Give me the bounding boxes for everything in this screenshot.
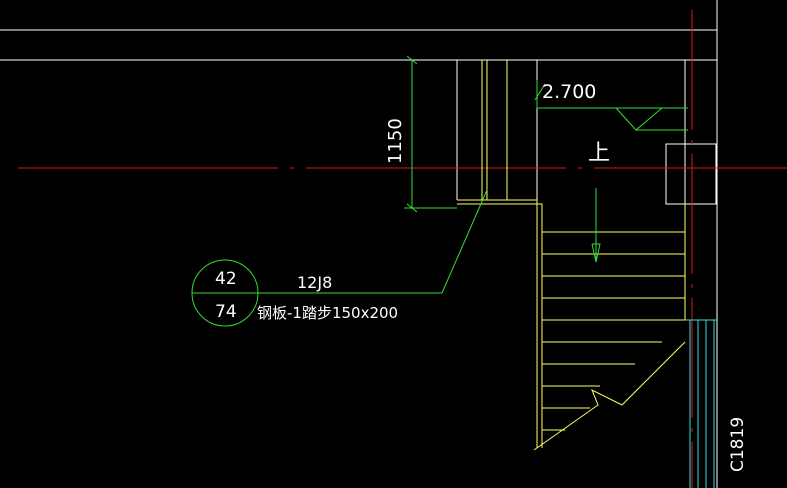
- detail-callout-leader: [441, 189, 488, 294]
- window-lines: [685, 319, 717, 488]
- axis-lines: [18, 10, 787, 488]
- dimension-tick-top: [406, 55, 418, 65]
- break-line: [533, 341, 686, 451]
- annotations: [191, 55, 688, 327]
- steel-plate-outline-outer: [457, 199, 538, 448]
- elevation-triangle: [615, 107, 663, 131]
- elevation-leader-tick: [534, 83, 546, 101]
- stair-treads: [542, 231, 685, 431]
- elevation-leader: [536, 80, 688, 109]
- detail-note: 钢板-1踏步150x200: [257, 304, 398, 322]
- window-tag: C1819: [728, 417, 748, 472]
- stair-direction-label: 上: [588, 141, 610, 166]
- column-outline: [665, 143, 717, 205]
- detail-standard-code: 12J8: [297, 273, 332, 292]
- stair-elements: [457, 60, 686, 451]
- steel-plate-outline-inner: [457, 203, 543, 448]
- stair-direction-arrowhead: [591, 243, 601, 263]
- detail-callout-top-number: 42: [215, 269, 237, 289]
- dimension-text: 1150: [385, 118, 406, 164]
- detail-callout-bottom-number: 74: [215, 302, 237, 322]
- wall-outlines: [0, 0, 718, 488]
- elevation-text: 2.700: [542, 81, 596, 103]
